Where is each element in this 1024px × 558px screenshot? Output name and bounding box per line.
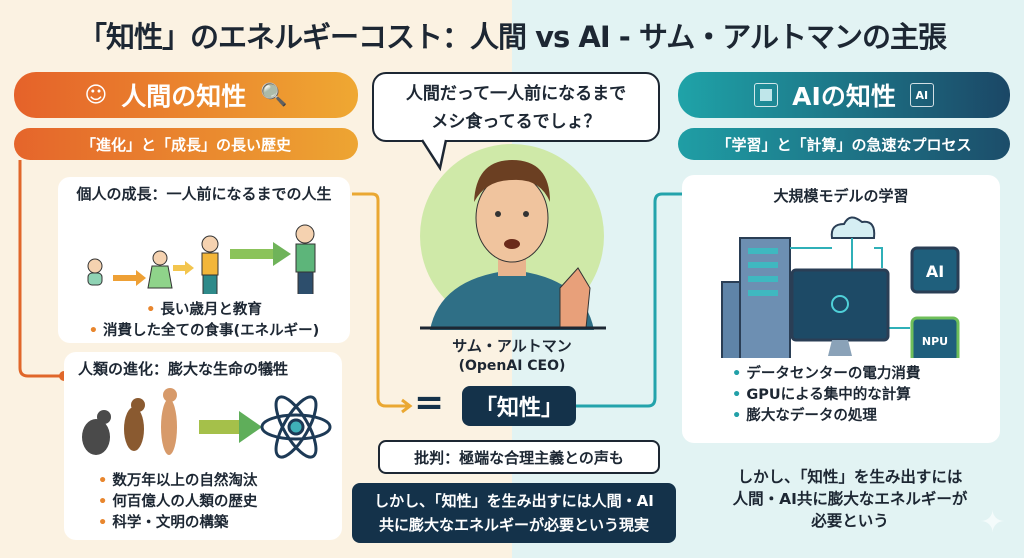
- bullet: データセンターの電力消費: [732, 364, 1000, 385]
- training-title: 大規模モデルの学習: [773, 187, 909, 205]
- bullet: 何百億人の人類の歴史: [98, 492, 342, 513]
- bullet: 膨大なデータの処理: [732, 406, 1000, 427]
- equals-sign: =: [414, 382, 445, 423]
- human-intelligence-header: ☺ 人間の知性 🔍: [14, 72, 358, 118]
- growth-title: 個人の成長：一人前になるまでの人生: [76, 185, 332, 203]
- training-bullets: データセンターの電力消費 GPUによる集中的な計算 膨大なデータの処理: [682, 364, 1000, 427]
- growth-bullets: 長い歳月と教育 消費した全ての食事(エネルギー): [58, 300, 350, 342]
- ai-chip-icon: AI: [909, 83, 934, 107]
- quote-speech-bubble: 人間だって一人前になるまで メシ食ってるでしょ？: [372, 72, 660, 142]
- summary-line: 必要という: [811, 512, 889, 530]
- bullet: GPUによる集中的な計算: [732, 385, 1000, 406]
- intelligence-box: 「知性」: [462, 386, 576, 426]
- bullet: 科学・文明の構築: [98, 513, 342, 534]
- chip-icon: [754, 83, 779, 107]
- criticism-box: 批判：極端な合理主義との声も: [378, 440, 660, 474]
- ai-intelligence-header: AIの知性 AI: [678, 72, 1010, 118]
- conclusion-line: しかし、「知性」を生み出すには人間・AI: [374, 492, 654, 510]
- datacenter-illustration: AI NPU: [721, 216, 960, 379]
- evolution-bullets: 数万年以上の自然淘汰 何百億人の人類の歴史 科学・文明の構築: [64, 471, 342, 534]
- page-title: 「知性」のエネルギーコスト：人間 vs AI - サム・アルトマンの主張: [78, 20, 947, 54]
- sam-altman-portrait: [420, 139, 606, 330]
- evolution-card: 人類の進化：膨大な生命の犠牲 数万年以上の自然淘汰 何百億人の人類の歴史 科学・…: [64, 352, 342, 540]
- magnifier-check-icon: 🔍: [260, 82, 288, 108]
- quote-line: メシ食ってるでしょ？: [431, 112, 601, 132]
- speaker-caption: サム・アルトマン (OpenAI CEO): [400, 336, 624, 376]
- evolution-title: 人類の進化：膨大な生命の犠牲: [78, 360, 289, 378]
- sparkle-icon: ✦: [980, 505, 1006, 540]
- conclusion-box: しかし、「知性」を生み出すには人間・AI 共に膨大なエネルギーが必要という現実: [352, 483, 676, 543]
- training-card: 大規模モデルの学習 AI NPU データセンターの電力消費 GPUによる集中的な…: [682, 175, 1000, 443]
- evolution-illustration: [82, 388, 332, 459]
- ai-subheader: 「学習」と「計算」の急速なプロセス: [678, 128, 1010, 160]
- summary-line: 人間・AI共に膨大なエネルギーが: [732, 490, 968, 508]
- speaker-role: (OpenAI CEO): [458, 358, 566, 374]
- npu-chip: NPU: [910, 316, 960, 364]
- ai-processor-chip: AI: [910, 246, 960, 294]
- ai-header-label: AIの知性: [792, 82, 896, 111]
- svg-text:NPU: NPU: [922, 335, 948, 348]
- human-header-label: 人間の知性: [121, 82, 247, 111]
- bullet: 長い歳月と教育: [58, 300, 350, 321]
- growth-stages-illustration: [78, 224, 330, 297]
- speaker-name: サム・アルトマン: [452, 337, 572, 355]
- ai-summary-text: しかし、「知性」を生み出すには 人間・AI共に膨大なエネルギーが 必要という: [700, 466, 1000, 532]
- conclusion-line: 共に膨大なエネルギーが必要という現実: [378, 516, 649, 534]
- summary-line: しかし、「知性」を生み出すには: [737, 468, 963, 486]
- bullet: 数万年以上の自然淘汰: [98, 471, 342, 492]
- bullet: 消費した全ての食事(エネルギー): [58, 321, 350, 342]
- growth-card: 個人の成長：一人前になるまでの人生 長い歳月と教育 消費した全ての食事(エネルギ…: [58, 177, 350, 343]
- svg-text:AI: AI: [926, 262, 944, 281]
- quote-line: 人間だって一人前になるまで: [405, 84, 627, 104]
- human-subheader: 「進化」と「成長」の長い歴史: [14, 128, 358, 160]
- head-brain-icon: ☺: [84, 82, 108, 108]
